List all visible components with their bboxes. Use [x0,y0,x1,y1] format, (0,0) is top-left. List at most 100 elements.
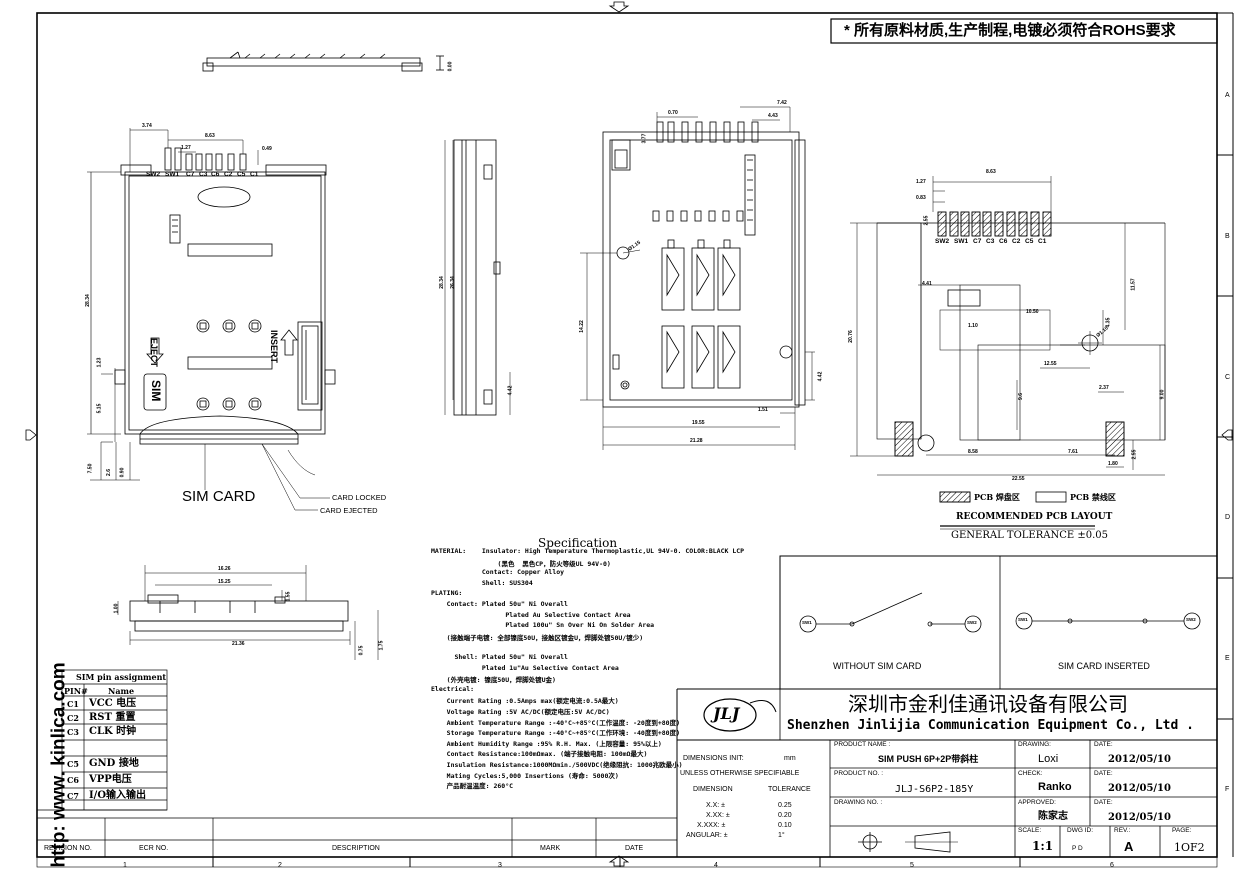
ecr-no-label: ECR NO. [139,845,169,852]
pcb-legend-pad: PCB 焊盘区 [974,492,1020,502]
front-dim-127: 1.27 [181,145,191,151]
front-dim-863: 8.63 [205,133,215,139]
pcb-dim-s: 22.55 [1012,476,1025,482]
pin-table-name: CLK 时钟 [89,726,137,737]
tolerance-key: X.XX: ± [706,812,730,819]
date-label-2: DATE: [1094,770,1113,777]
col-num-1: 1 [123,862,127,869]
pcb-dim-p: 8.58 [968,449,978,455]
scale: 1:1 [1032,839,1054,853]
rohs-notice: * 所有原料材质,生产制程,电镀必须符合ROHS要求 [844,22,1176,39]
pcb-pin-c7: C7 [973,238,982,245]
date-1: 2012/05/10 [1108,754,1171,765]
pin-table-pin: C5 [67,759,79,769]
spec-line: Contact Resistance:100mΩmax. (端子接触电阻: 10… [431,750,648,759]
spec-line: Storage Temperature Range :-40°C~+85°C(工… [431,729,680,738]
page-label: PAGE: [1172,827,1192,834]
unless-label: UNLESS OTHERWISE SPECIFIABLE [680,770,800,777]
front-pin-sw1: SW1 [165,171,180,178]
pcb-dim-d: 2.55 [923,215,930,226]
pcb-dim-r: 1.80 [1108,461,1118,467]
spec-line: (接触端子电镀: 全部镍底50U，接触区镀金U，焊脚处镀50U/镀少) [431,633,644,642]
spec-line: Contact: Copper Alloy [431,568,565,577]
company-en: Shenzhen Jinlijia Communication Equipmen… [787,718,1194,733]
front-dim-090: 0.90 [119,467,126,478]
side-dim-b: 26.34 [449,276,456,289]
product-name: SIM PUSH 6P+2P带斜柱 [878,754,979,764]
product-no: JLJ-S6P2-185Y [895,784,974,795]
dimensions-unit: mm [784,755,796,762]
pcb-dim-o: 9.00 [1159,389,1166,400]
front-dim-2834: 28.34 [84,294,91,307]
rear-dim-f: 1.51 [758,407,768,413]
drawing-by-label: DRAWING: [1018,741,1051,748]
rear-dim-a: 7.42 [777,100,787,106]
rear-dim-g: 19.55 [692,420,705,426]
pin-table-pin: C3 [67,727,79,737]
pin-table-grid [37,669,168,811]
pin-table-title: SIM pin assignment [76,672,167,682]
title-block-grid [677,688,1217,857]
rear-dim-e: 14.22 [578,320,585,333]
pin-table-header-name: Name [108,686,135,696]
pin-table-name: RST 重置 [89,712,136,723]
pin-table-name: VCC 电压 [89,698,137,709]
spec-line: 产品耐温温度: 260°C [431,782,514,791]
spec-line: Current Rating :0.5Amps max(额定电流:0.5A最大) [431,697,619,706]
bottom-dim-g: 1.75 [378,640,385,651]
logo-text: JLJ [713,704,740,723]
date-3: 2012/05/10 [1108,812,1171,823]
card-ejected-label: CARD EJECTED [320,506,378,515]
pin-table-name: VPP电压 [89,774,132,785]
front-view [87,128,336,511]
rev-label: REV.: [1114,827,1131,834]
without-sim-label: WITHOUT SIM CARD [833,661,922,671]
col-num-5: 5 [910,862,914,869]
scale-label: SCALE: [1018,827,1042,834]
rear-dim-c: 0.70 [668,110,678,116]
spec-line: Shell: Plated 50u" Ni Overall [431,653,568,661]
pin-table-name: GND 接地 [89,758,139,769]
switch-a-sw2: SW2 [967,620,977,625]
col-num-2: 2 [278,862,282,869]
front-pin-c3: C3 [199,171,208,178]
page: 1OF2 [1174,841,1205,854]
product-no-label: PRODUCT NO. : [834,770,883,777]
spec-line: Plated 100u" Sn Over Ni On Solder Area [431,621,655,630]
spec-line: Ambient Humidity Range :95% R.H. Max. (上… [431,739,662,748]
pcb-dim-a: 1.27 [916,179,926,185]
spec-line: Electrical: [431,684,475,693]
sim-card-label: SIM CARD [182,488,256,505]
drawing-no-label: DRAWING NO. : [834,799,883,806]
pcb-dim-n: 2.37 [1099,385,1109,391]
pcb-pin-c1: C1 [1038,238,1047,245]
spec-title: Specification [538,536,618,550]
spec-line: Plated 1u"Au Selective Contact Area [431,663,619,672]
tolerance-value: 1° [778,832,785,839]
col-num-4: 4 [714,862,718,869]
zone-letter-f: F [1225,786,1230,793]
pcb-dim-f: 11.57 [1130,278,1137,291]
col-num-3: 3 [498,862,502,869]
pin-table-pin: C1 [67,699,79,709]
bottom-dim-c: 21.36 [232,641,245,647]
front-dim-049: 0.49 [262,146,272,152]
pin-table-pin: C7 [67,791,79,801]
bottom-dim-a: 16.26 [218,566,231,572]
spec-line: Ambient Temperature Range :-40°C~+85°C(工… [431,718,680,727]
date-2: 2012/05/10 [1108,783,1171,794]
front-pin-c1: C1 [250,171,259,178]
front-pin-c2: C2 [224,171,233,178]
dimensions-init-label: DIMENSIONS INIT: [683,755,744,762]
pcb-dim-q: 7.61 [1068,449,1078,455]
front-pin-c5: C5 [237,171,246,178]
front-dim-515: 5.15 [96,403,103,414]
date-label: DATE [625,845,644,852]
pin-table-pin: C6 [67,775,79,785]
pcb-dim-t: 2.55 [1131,449,1138,460]
pcb-dim-h: 1.10 [968,323,978,329]
pcb-pin-sw2: SW2 [935,238,950,245]
bottom-dim-d: 1.00 [113,603,120,614]
